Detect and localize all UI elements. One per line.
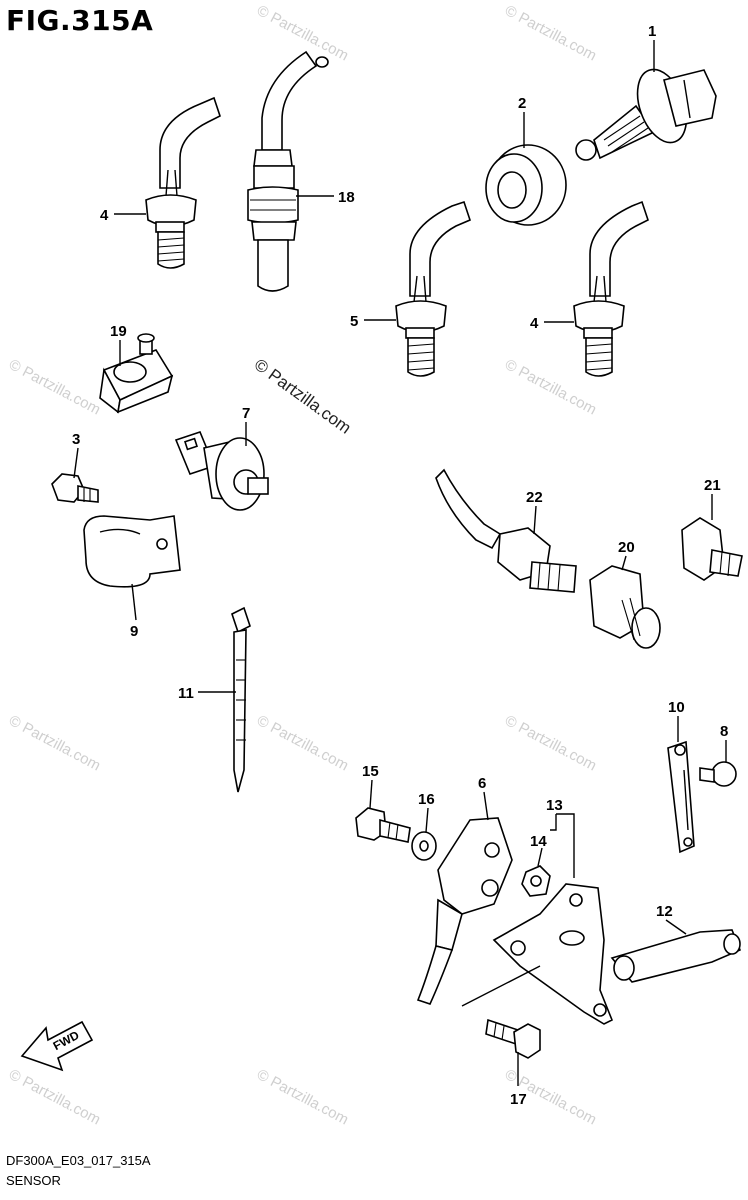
figure-code: DF300A_E03_017_315A [6, 1153, 151, 1168]
part-21-plug[interactable] [681, 517, 743, 581]
part-4-temp-sensor[interactable] [573, 200, 649, 377]
callout-6: 6 [478, 775, 486, 792]
callout-18: 18 [338, 189, 355, 206]
callout-15: 15 [362, 763, 379, 780]
figure-title: FIG.315A [6, 4, 154, 37]
callout-21: 21 [704, 477, 721, 494]
callout-16: 16 [418, 791, 435, 808]
callout-2: 2 [518, 95, 526, 112]
part-14-nut[interactable] [521, 865, 551, 897]
callout-1: 1 [648, 23, 656, 40]
part-13-bracket[interactable] [492, 883, 614, 1025]
callout-7: 7 [242, 405, 250, 422]
callout-19: 19 [110, 323, 127, 340]
figure-name: SENSOR [6, 1173, 61, 1188]
part-20-plug[interactable] [589, 565, 661, 649]
part-8-screw[interactable] [699, 761, 737, 787]
callout-22: 22 [526, 489, 543, 506]
part-5-temp-sensor[interactable] [395, 200, 471, 377]
callout-4: 4 [530, 315, 539, 332]
part-4-temp-sensor[interactable] [145, 96, 221, 269]
callout-5: 5 [350, 313, 358, 330]
part-7-pressure-switch[interactable] [174, 431, 269, 511]
callout-17: 17 [510, 1091, 527, 1108]
part-19-clip[interactable] [99, 333, 174, 414]
callout-10: 10 [668, 699, 685, 716]
callout-20: 20 [618, 539, 635, 556]
callout-numbers: 1 2 4 18 5 4 19 7 3 9 11 22 21 20 10 8 1… [72, 23, 728, 1108]
part-2-grommet[interactable] [485, 144, 567, 226]
part-18-sensor[interactable] [247, 50, 329, 292]
part-9-clamp[interactable] [83, 515, 181, 588]
leader-lines [73, 40, 727, 1086]
callout-11: 11 [178, 685, 194, 702]
callout-13: 13 [546, 797, 563, 814]
callout-3: 3 [72, 431, 80, 448]
part-17-bolt[interactable] [485, 1018, 541, 1059]
part-10-strap[interactable] [667, 740, 695, 854]
callout-4: 4 [100, 207, 109, 224]
part-1-sensor[interactable] [575, 63, 717, 161]
part-11-cable-tie[interactable] [231, 606, 251, 793]
part-12-lever[interactable] [610, 929, 742, 983]
callout-12: 12 [656, 903, 673, 920]
callout-14: 14 [530, 833, 547, 850]
part-3-bolt[interactable] [51, 473, 99, 503]
part-6-position-sensor[interactable] [416, 817, 513, 1005]
callout-8: 8 [720, 723, 728, 740]
part-22-sensor[interactable] [435, 468, 577, 593]
part-16-washer[interactable] [411, 831, 437, 861]
callout-9: 9 [130, 623, 138, 640]
fwd-arrow-icon: FWD [20, 1020, 94, 1072]
part-15-bolt[interactable] [355, 807, 411, 843]
